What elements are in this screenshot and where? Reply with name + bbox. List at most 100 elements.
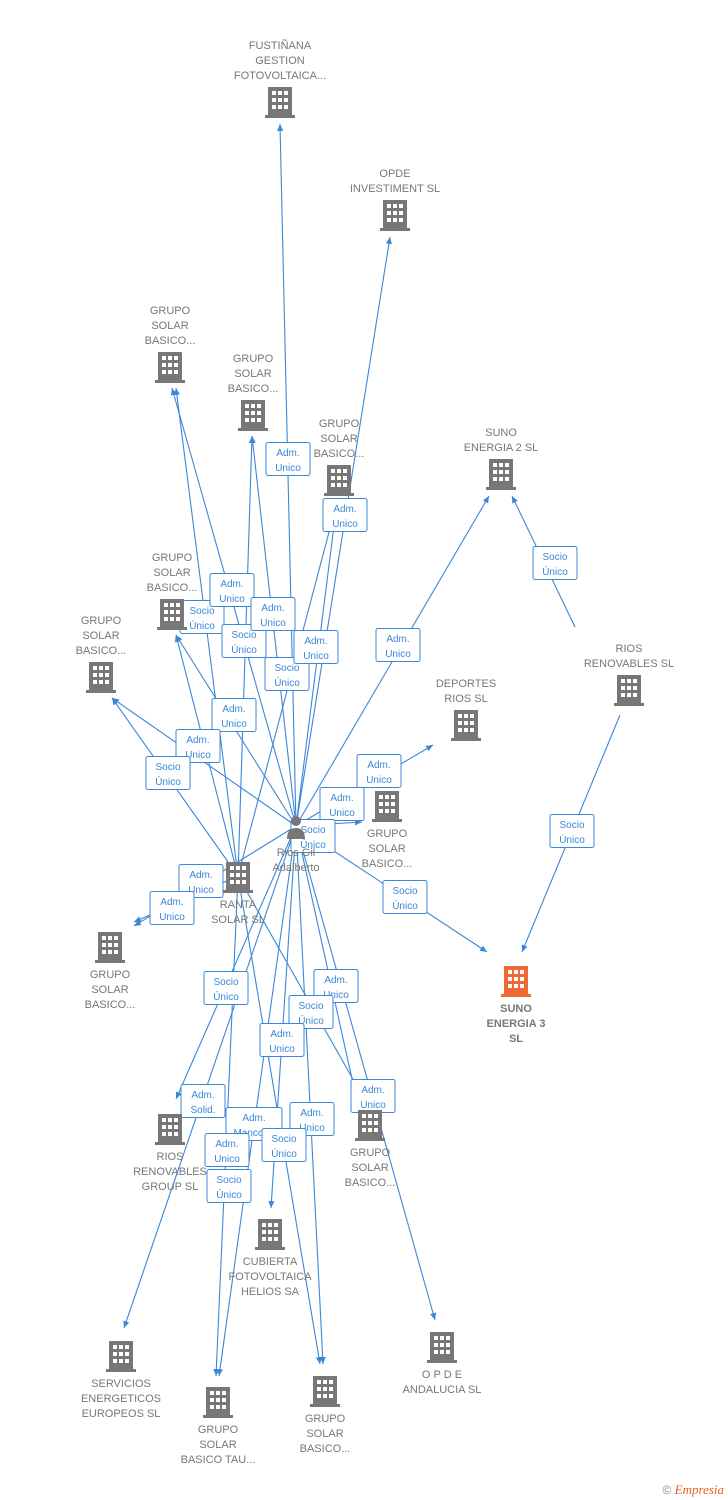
node-label-line: FOTOVOLTAICA... xyxy=(234,70,326,82)
edge-label-box xyxy=(206,1169,252,1203)
edge-label-text: Adm. xyxy=(191,1090,214,1101)
building-icon xyxy=(95,932,125,963)
edge-label-13[interactable]: Adm.Unico xyxy=(356,754,402,788)
node-gsb3[interactable]: GRUPOSOLARBASICO... xyxy=(314,418,365,496)
edge-label-17[interactable]: Adm.Unico xyxy=(178,864,224,898)
edge-label-text: Socio xyxy=(231,630,256,641)
brand-logo[interactable]: Empresia xyxy=(674,1482,724,1497)
building-icon xyxy=(106,1341,136,1372)
edge-label-25[interactable]: Adm.Unico xyxy=(289,1102,335,1136)
edge-label-text: Unico xyxy=(221,719,247,730)
edge-label-0[interactable]: Adm. Unico xyxy=(265,442,311,476)
edge-label-26[interactable]: Adm.Unico xyxy=(350,1079,396,1113)
node-label-line: SOLAR xyxy=(234,368,271,380)
edge-label-10[interactable]: Adm.Unico xyxy=(211,698,257,732)
node-label-line: SOLAR xyxy=(351,1162,388,1174)
edge-line-17 xyxy=(295,825,326,1365)
edge-label-3[interactable]: Adm.Unico xyxy=(209,573,255,607)
edge-label-27[interactable]: Adm.Unico xyxy=(204,1133,250,1167)
edge-label-8[interactable]: Adm.Unico xyxy=(375,628,421,662)
edge-label-1[interactable]: Adm.Unico xyxy=(322,498,368,532)
node-label-line: RANTA xyxy=(220,899,257,911)
node-gsb4[interactable]: GRUPOSOLARBASICO... xyxy=(147,552,198,630)
edge-label-box xyxy=(265,442,311,476)
node-gsb8[interactable]: GRUPOSOLARBASICO... xyxy=(345,1110,396,1189)
edge-label-box xyxy=(250,597,296,631)
edge-label-box xyxy=(175,729,221,763)
node-label-line: RENOVABLES SL xyxy=(584,658,674,670)
building-icon xyxy=(238,400,268,431)
building-icon xyxy=(223,862,253,893)
node-gsb7[interactable]: GRUPOSOLARBASICO... xyxy=(85,932,136,1011)
node-label-line: GROUP SL xyxy=(142,1181,199,1193)
node-gsb1[interactable]: GRUPOSOLARBASICO... xyxy=(145,305,196,383)
edge-label-text: Único xyxy=(231,643,257,656)
edge-label-text: Unico xyxy=(275,463,301,474)
building-icon xyxy=(486,459,516,490)
node-gsb9[interactable]: GRUPOSOLARBASICO... xyxy=(300,1376,351,1455)
edge-label-11[interactable]: Adm.Unico xyxy=(175,729,221,763)
edge-label-text: Unico xyxy=(219,594,245,605)
node-label-line: ENERGIA 3 xyxy=(487,1018,546,1030)
edge-label-text: Adm. xyxy=(186,735,209,746)
node-gsb2[interactable]: GRUPOSOLARBASICO... xyxy=(228,353,279,431)
edge-label-text: Adm. xyxy=(367,760,390,771)
edge-label-20[interactable]: Adm.Unico xyxy=(313,969,359,1003)
building-icon xyxy=(451,710,481,741)
edge-label-7[interactable]: Adm.Unico xyxy=(293,630,339,664)
edge-label-text: Adm. xyxy=(160,897,183,908)
node-label-line: GRUPO xyxy=(90,969,131,981)
node-label-line: BASICO... xyxy=(85,999,136,1011)
node-label-line: SOLAR xyxy=(151,320,188,332)
node-label-line: SOLAR SL xyxy=(211,914,265,926)
node-label-line: SOLAR xyxy=(82,630,119,642)
edge-label-18[interactable]: Adm.Unico xyxy=(149,891,195,925)
edge-line-18 xyxy=(295,825,437,1321)
edge-label-box xyxy=(178,864,224,898)
building-icon xyxy=(310,1376,340,1407)
edge-label-23[interactable]: Adm. Solid. xyxy=(180,1084,226,1118)
edge-label-text: Único xyxy=(274,676,300,689)
building-icon xyxy=(380,200,410,231)
edge-label-text: Adm. xyxy=(276,448,299,459)
node-fustinana[interactable]: FUSTIÑANAGESTIONFOTOVOLTAICA... xyxy=(234,39,326,118)
node-label-line: BASICO... xyxy=(345,1177,396,1189)
edge-label-22[interactable]: Adm.Unico xyxy=(259,1023,305,1057)
edge-label-box xyxy=(145,756,191,790)
edge-label-5[interactable]: Adm.Unico xyxy=(250,597,296,631)
edge-label-box xyxy=(549,814,595,848)
edge-label-text: Solid. xyxy=(190,1105,215,1116)
node-gsb6[interactable]: GRUPOSOLARBASICO... xyxy=(362,791,413,870)
node-label-line: SL xyxy=(509,1033,523,1045)
building-icon xyxy=(86,662,116,693)
edge-label-text: Unico xyxy=(303,651,329,662)
node-gsb5[interactable]: GRUPOSOLARBASICO... xyxy=(76,615,127,693)
edge-label-box xyxy=(532,546,578,580)
edge-label-box xyxy=(356,754,402,788)
person-icon xyxy=(287,816,305,839)
node-label-line: ENERGETICOS xyxy=(81,1393,161,1405)
edge-label-14[interactable]: Adm.Unico xyxy=(319,787,365,821)
node-ranta[interactable]: RANTA SOLAR SL xyxy=(211,862,265,926)
